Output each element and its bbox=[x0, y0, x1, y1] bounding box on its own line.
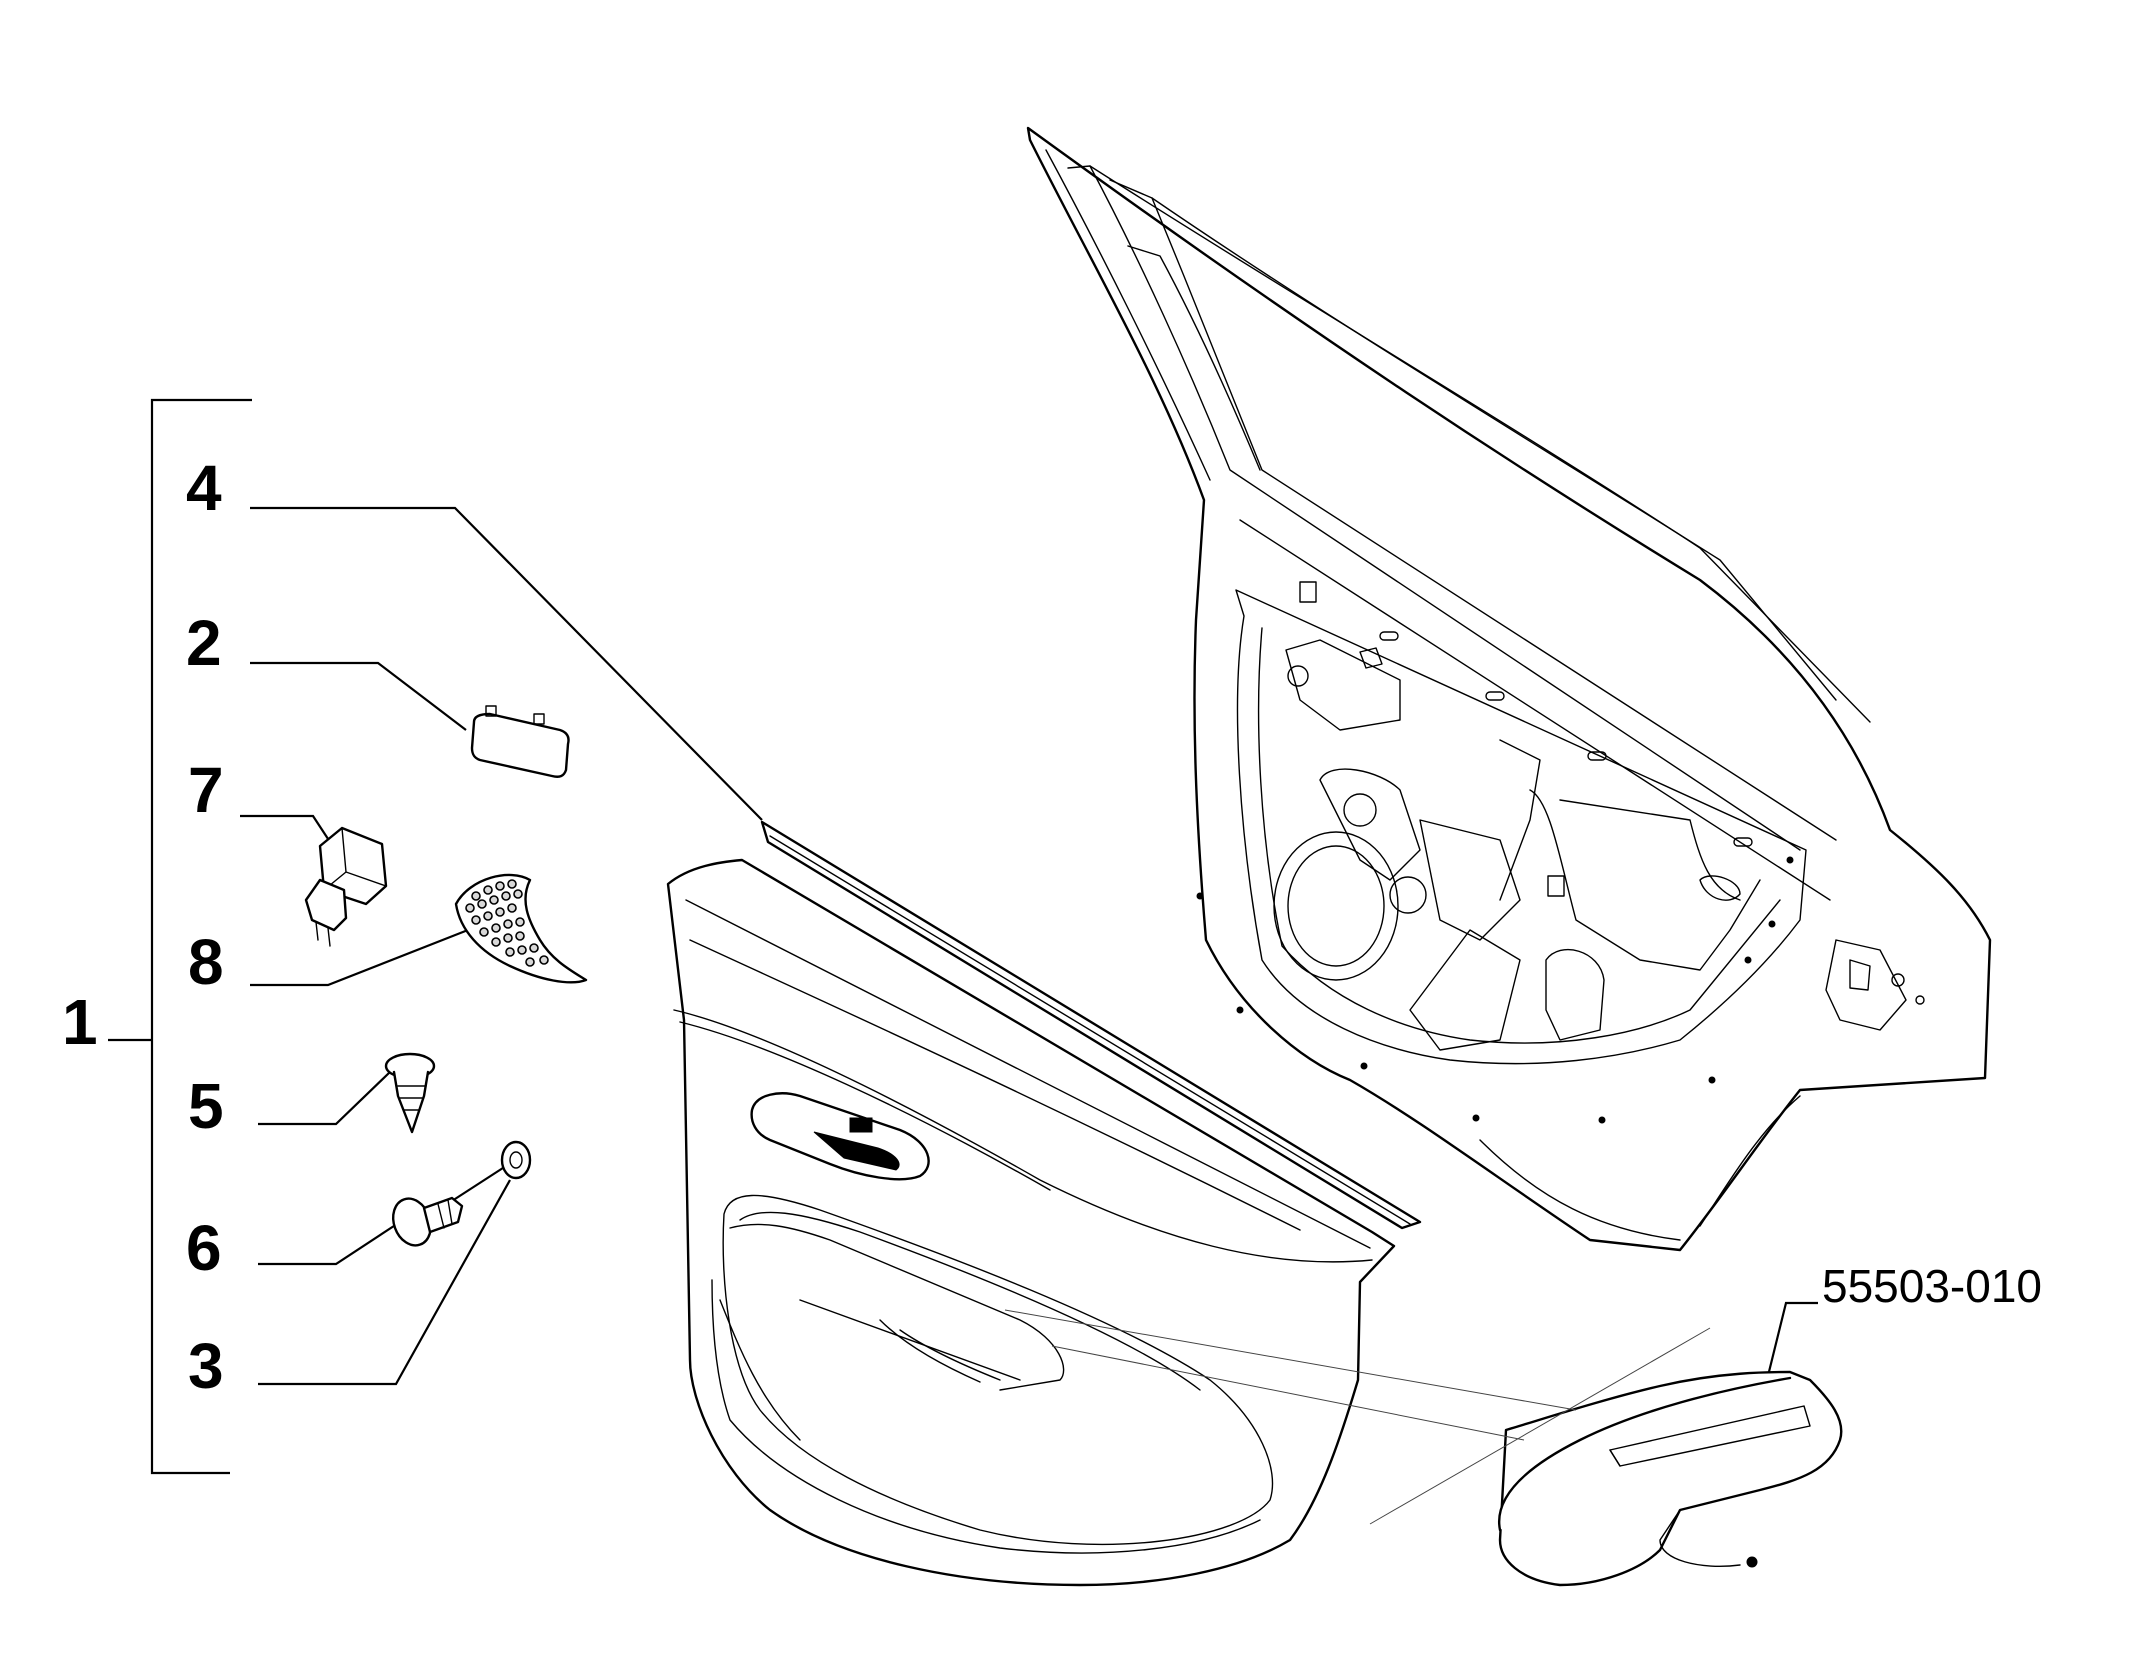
leader-ref bbox=[1760, 1301, 1818, 1401]
callout-6: 6 bbox=[186, 1212, 222, 1284]
group-bracket bbox=[108, 398, 252, 1475]
leader-5 bbox=[258, 1071, 391, 1126]
callout-4: 4 bbox=[186, 452, 222, 524]
screw-icon bbox=[391, 1196, 464, 1247]
connector-icon bbox=[304, 826, 388, 947]
leader-3 bbox=[258, 1179, 511, 1386]
reference-code: 55503-010 bbox=[1822, 1260, 2042, 1312]
leader-6 bbox=[258, 1221, 401, 1266]
leader-2 bbox=[250, 661, 467, 731]
callout-8: 8 bbox=[188, 926, 224, 998]
callout-1: 1 bbox=[62, 986, 98, 1058]
push-pin-icon bbox=[384, 1052, 436, 1134]
leader-8 bbox=[250, 928, 469, 987]
leader-4 bbox=[250, 506, 763, 821]
callout-7: 7 bbox=[188, 754, 224, 826]
door-panel-icon bbox=[666, 858, 1396, 1587]
callout-5: 5 bbox=[188, 1070, 224, 1142]
leader-lines bbox=[240, 506, 1818, 1401]
washer-icon bbox=[500, 1140, 532, 1180]
callout-2: 2 bbox=[186, 607, 222, 679]
speaker-grille-icon bbox=[454, 873, 588, 984]
callout-3: 3 bbox=[188, 1330, 224, 1402]
handle-bezel-icon bbox=[1004, 1309, 1843, 1587]
clip-icon bbox=[470, 705, 570, 778]
trim-strip-icon bbox=[760, 820, 1422, 1230]
leader-7 bbox=[240, 814, 335, 849]
door-frame-icon bbox=[1026, 126, 1992, 1252]
